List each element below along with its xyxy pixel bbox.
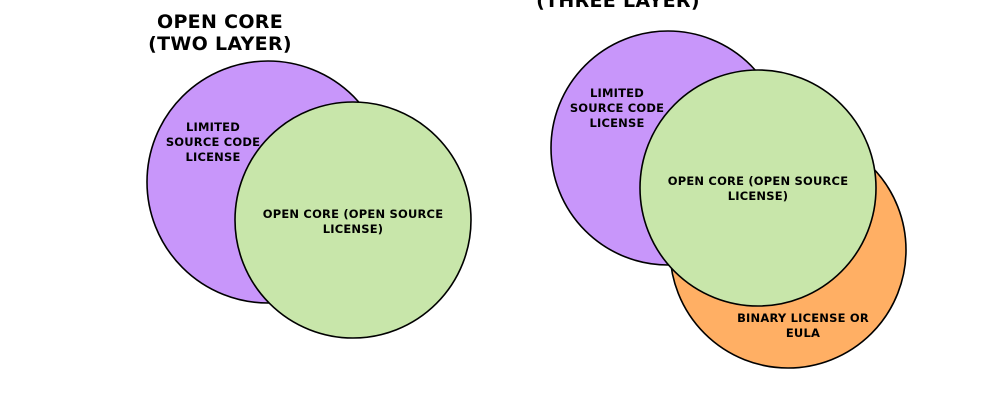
diagram-title: OPEN CORE (TWO LAYER): [110, 11, 330, 55]
binary-license-label: BINARY LICENSE OR EULA: [737, 311, 869, 340]
open-core-label: OPEN CORE (OPEN SOURCE LICENSE): [262, 207, 444, 236]
title-subline: (TWO LAYER): [148, 33, 292, 55]
limited-source-label: LIMITED SOURCE CODE LICENSE: [165, 120, 261, 164]
open-core-circle: [639, 69, 877, 307]
limited-source-label: LIMITED SOURCE CODE LICENSE: [569, 86, 665, 130]
diagram-title: (THREE LAYER): [498, 0, 738, 12]
title-line: OPEN CORE: [157, 11, 283, 33]
title-line: (THREE LAYER): [536, 0, 700, 12]
open-core-label: OPEN CORE (OPEN SOURCE LICENSE): [667, 174, 849, 203]
open-core-circle: [234, 101, 472, 339]
